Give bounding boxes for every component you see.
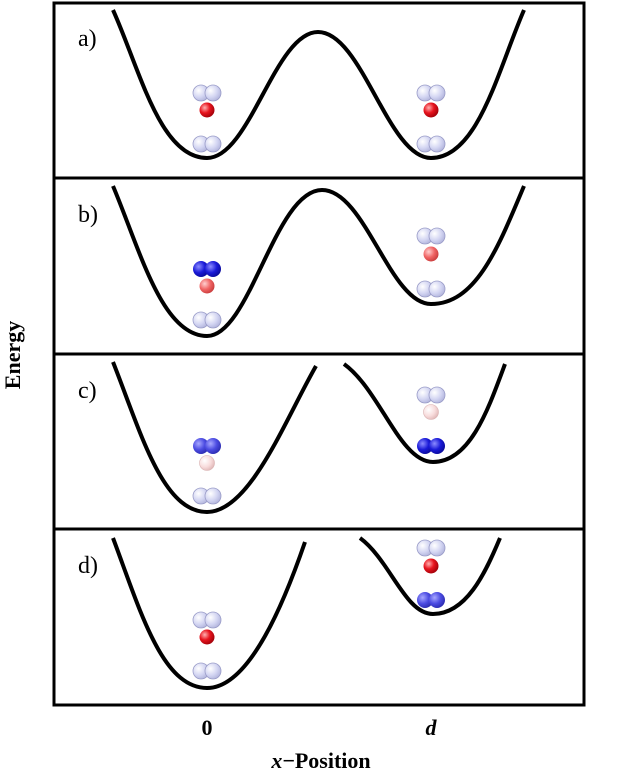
x-tick-0: 0	[202, 715, 213, 740]
potential-curve	[111, 185, 526, 339]
potential-curve-right	[358, 536, 502, 617]
panel-c: c)	[78, 361, 507, 515]
ion-pair-ground	[192, 311, 222, 329]
y-axis-label: Energy	[0, 321, 25, 389]
panel-label: b)	[78, 202, 98, 228]
x-axis-text: −Position	[282, 748, 370, 773]
ion-pale	[199, 455, 215, 471]
x-tick-d: d	[426, 715, 438, 740]
ion-pair-excited	[193, 261, 221, 277]
x-axis-label: x−Position	[270, 748, 370, 773]
panel-b: b)	[78, 185, 526, 339]
ion-pair-ground	[416, 386, 446, 404]
panel-label: c)	[78, 378, 97, 404]
ion-pair-ground	[416, 135, 446, 153]
ion-red	[199, 629, 215, 645]
panel-d: d)	[78, 536, 502, 691]
ion-pair-ground	[192, 135, 222, 153]
potential-curve-left	[111, 361, 318, 515]
ion-pale	[423, 404, 439, 420]
ion-pair-ground	[192, 84, 222, 102]
ion-pair-ground	[416, 539, 446, 557]
potential-curve	[111, 9, 526, 161]
potential-curve-right	[342, 362, 507, 465]
ion-light-red	[423, 246, 439, 262]
ion-pair-ground	[192, 487, 222, 505]
ion-pair-ground	[416, 280, 446, 298]
x-axis-variable: x	[270, 748, 282, 773]
ion-red	[423, 558, 439, 574]
panel-label: d)	[78, 553, 98, 579]
ion-red	[423, 102, 439, 118]
ion-red	[199, 102, 215, 118]
ion-pair-excited	[417, 592, 445, 608]
ion-pair-ground	[416, 84, 446, 102]
ion-light-red	[199, 278, 215, 294]
potential-curve-left	[111, 537, 307, 691]
ion-pair-excited	[417, 438, 445, 454]
panel-label: a)	[78, 26, 97, 52]
ion-pair-ground	[192, 611, 222, 629]
ion-pair-ground	[192, 662, 222, 680]
ion-pair-excited	[193, 438, 221, 454]
panel-a: a)	[78, 9, 526, 161]
ion-pair-ground	[416, 227, 446, 245]
